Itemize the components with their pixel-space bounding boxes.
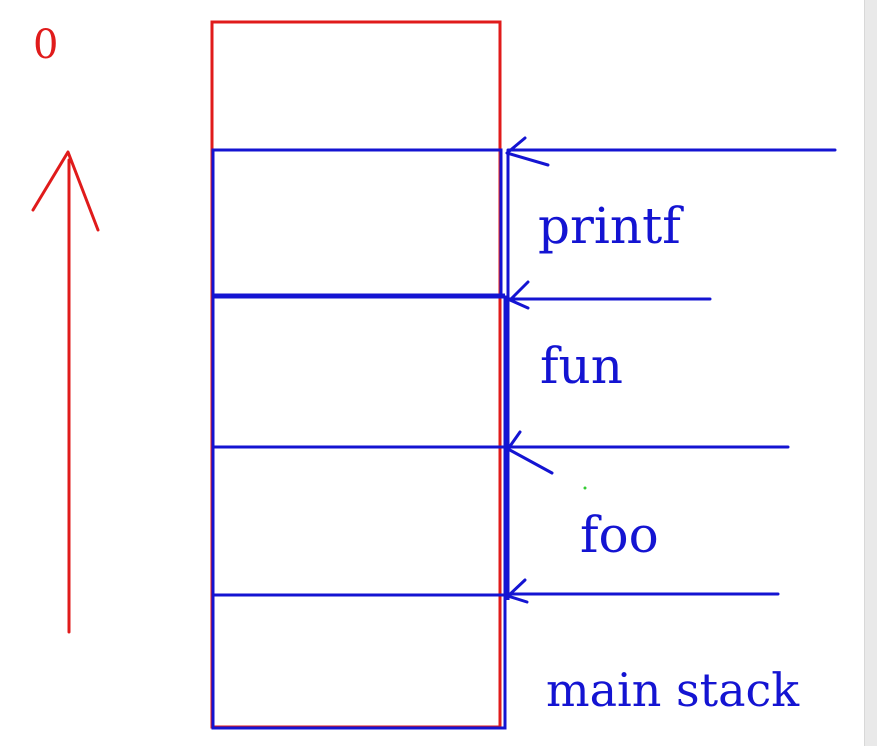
frame-printf-box: [211, 148, 503, 299]
arrow-head: [31, 150, 100, 232]
vertical-scrollbar[interactable]: [864, 0, 877, 746]
label-printf: printf: [538, 197, 684, 255]
label-fun: fun: [540, 337, 623, 395]
frame-main-box: [211, 593, 507, 730]
pointer-arrows: [505, 136, 837, 604]
frame-fun-box: [211, 295, 507, 449]
stray-dot: [583, 486, 587, 490]
stack-outline: [210, 20, 502, 729]
direction-arrow: [31, 150, 100, 634]
label-foo: foo: [580, 506, 659, 564]
pointer-printf: [505, 136, 837, 167]
label-main-stack: main stack: [546, 663, 800, 717]
pointer-fun: [506, 280, 712, 310]
pointer-foo: [506, 430, 790, 475]
frame-boxes: [211, 148, 507, 730]
zero-label: 0: [33, 22, 58, 68]
pointer-main: [506, 578, 780, 604]
frame-foo-box: [211, 445, 507, 597]
